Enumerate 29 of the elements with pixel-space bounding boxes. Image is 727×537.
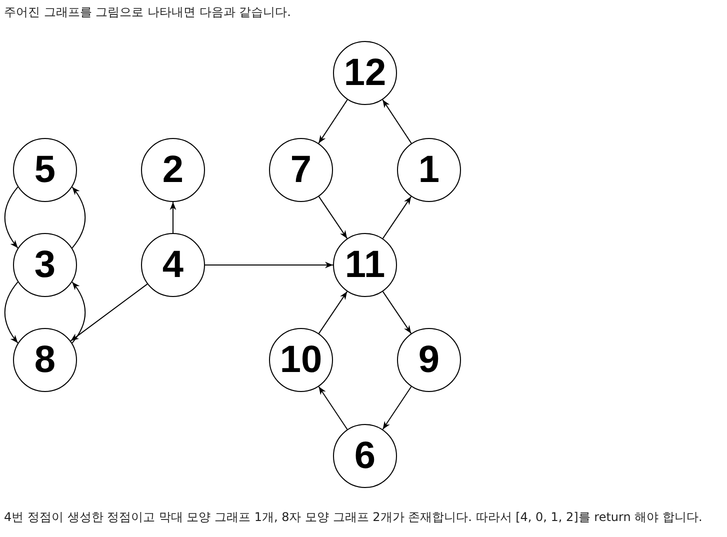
arrow [318, 386, 348, 430]
arrow [170, 202, 176, 234]
arrow [4, 186, 18, 249]
vertex-number: 6 [354, 437, 376, 475]
vertex-number: 2 [162, 151, 184, 189]
vertex-number: 10 [280, 341, 322, 379]
arrow [382, 196, 412, 239]
arrow [318, 291, 348, 334]
vertex-number: 11 [344, 246, 386, 284]
vertex-number: 8 [34, 341, 56, 379]
vertex-number: 5 [34, 151, 56, 189]
arrow [72, 281, 86, 344]
vertex-number: 7 [290, 151, 312, 189]
vertex-number: 3 [34, 246, 56, 284]
vertex-number: 12 [344, 54, 386, 92]
arrow [72, 186, 86, 249]
arrow [204, 262, 334, 268]
vertex-number: 4 [162, 246, 184, 284]
arrow [318, 196, 348, 239]
arrow [318, 99, 348, 144]
arrow [70, 284, 148, 342]
arrow [382, 291, 412, 334]
arrow [382, 386, 412, 430]
arrow [4, 281, 18, 344]
explanation-text: 4번 정점이 생성한 정점이고 막대 모양 그래프 1개, 8자 모양 그래프 2개가 존재합니다. 따라서 [4, 0, 1, 2]를 return 해야 합니다. [4, 509, 702, 526]
intro-text: 주어진 그래프를 그림으로 나타내면 다음과 같습니다. [4, 4, 291, 21]
vertex-number: 9 [418, 341, 440, 379]
arrow [382, 99, 412, 144]
vertex-number: 1 [418, 151, 440, 189]
